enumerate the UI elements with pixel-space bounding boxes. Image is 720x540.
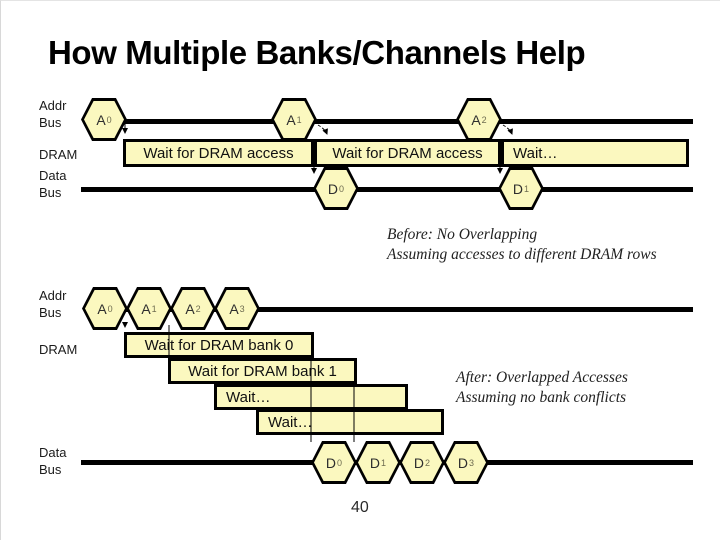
after-wait-box-bank1: Wait for DRAM bank 1 [168,358,357,384]
hexagon-fill [501,170,541,207]
page-number: 40 [351,499,369,516]
hexagon-fill [85,290,125,327]
after-wait-box-3: Wait… [214,384,408,410]
before-dram-label: DRAM [39,147,78,162]
after-wait-box-4: Wait… [256,409,444,435]
hexagon-fill [314,444,354,481]
hexagon-fill [459,101,499,138]
hexagon-fill [274,101,314,138]
before-wait-box-1: Wait for DRAM access [123,139,314,167]
before-data-bus-line [81,187,693,192]
hexagon-fill [173,290,213,327]
hexagon-fill [402,444,442,481]
arrow-a1-to-wait2 [317,124,328,135]
before-wait-box-3: Wait… [501,139,689,167]
page-title: How Multiple Banks/Channels Help [48,34,586,71]
hexagon-fill [217,290,257,327]
hexagon-fill [84,101,124,138]
after-dram-label: DRAM [39,342,78,357]
before-addr-bus-line [123,119,693,124]
hexagon-fill [358,444,398,481]
hexagon-fill [446,444,486,481]
before-wait-box-2: Wait for DRAM access [314,139,501,167]
arrow-a2-to-wait3 [502,124,513,135]
after-wait-box-bank0: Wait for DRAM bank 0 [124,332,314,358]
hexagon-fill [316,170,356,207]
after-addr-bus-line [125,307,693,312]
hexagon-fill [129,290,169,327]
